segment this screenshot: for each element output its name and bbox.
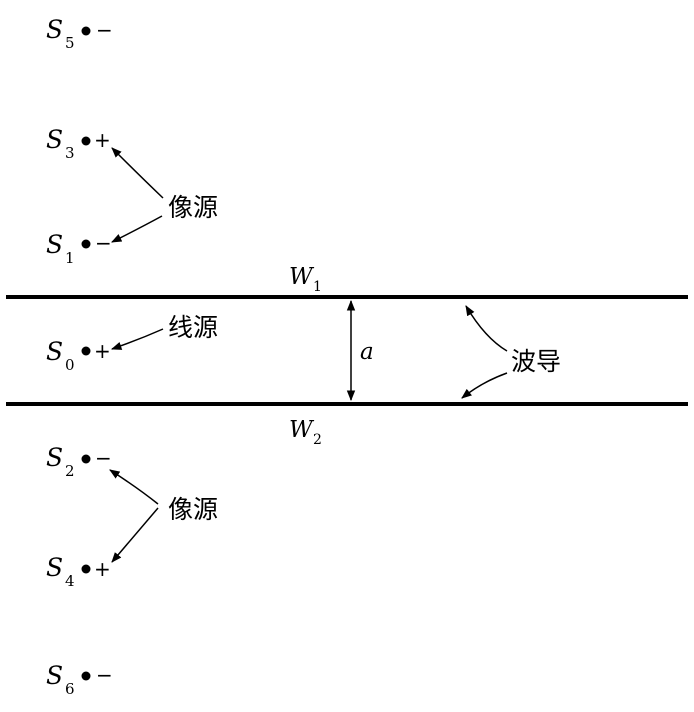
- source-letter: S: [46, 230, 63, 259]
- source-s4: S 4 +: [46, 553, 111, 590]
- pointer-arrow: [111, 215, 163, 243]
- source-dot: [81, 239, 91, 249]
- source-letter: S: [46, 443, 63, 472]
- image-source-label-lower: 像源: [168, 495, 218, 524]
- source-letter: S: [46, 15, 63, 44]
- wall-label-bottom: W 2: [289, 417, 322, 448]
- source-dot: [81, 26, 91, 36]
- source-subscript: 1: [65, 249, 75, 267]
- source-s0: S 0 +: [46, 337, 111, 374]
- source-s6: S 6 −: [46, 661, 113, 698]
- waveguide-label: 波导: [511, 347, 561, 376]
- image-source-label-upper: 像源: [168, 193, 218, 222]
- source-sign: −: [95, 446, 112, 470]
- source-subscript: 4: [65, 572, 75, 590]
- source-sign: +: [94, 339, 111, 363]
- source-letter: S: [46, 337, 63, 366]
- pointer-arrow: [465, 305, 508, 352]
- wall-letter: W: [289, 264, 315, 290]
- source-dot: [81, 454, 91, 464]
- source-subscript: 6: [65, 680, 75, 698]
- source-dot: [81, 346, 91, 356]
- source-subscript: 3: [65, 144, 75, 162]
- source-s5: S 5 −: [46, 15, 113, 52]
- source-s1: S 1 −: [46, 230, 112, 267]
- source-sign: −: [96, 18, 113, 42]
- wall-subscript: 2: [313, 432, 322, 448]
- source-dot: [81, 136, 91, 146]
- source-letter: S: [46, 553, 63, 582]
- source-dot: [81, 671, 91, 681]
- line-source-label: 线源: [168, 313, 218, 342]
- pointer-arrow: [111, 147, 164, 199]
- source-subscript: 2: [65, 462, 75, 480]
- source-sign: +: [94, 557, 111, 581]
- pointer-arrow: [111, 328, 164, 350]
- pointer-arrow: [111, 507, 159, 563]
- pointer-arrow: [461, 372, 508, 399]
- wall-label-top: W 1: [289, 264, 322, 295]
- wall-subscript: 1: [313, 279, 322, 295]
- source-dot: [81, 564, 91, 574]
- source-sign: −: [96, 663, 113, 687]
- source-sign: −: [95, 231, 112, 255]
- source-subscript: 5: [65, 34, 75, 52]
- source-s2: S 2 −: [46, 443, 112, 480]
- source-subscript: 0: [65, 356, 75, 374]
- source-letter: S: [46, 661, 63, 690]
- source-sign: +: [94, 128, 111, 152]
- source-s3: S 3 +: [46, 125, 111, 162]
- pointer-arrow: [109, 469, 159, 505]
- wall-letter: W: [289, 417, 315, 443]
- source-letter: S: [46, 125, 63, 154]
- gap-label: a: [360, 339, 374, 365]
